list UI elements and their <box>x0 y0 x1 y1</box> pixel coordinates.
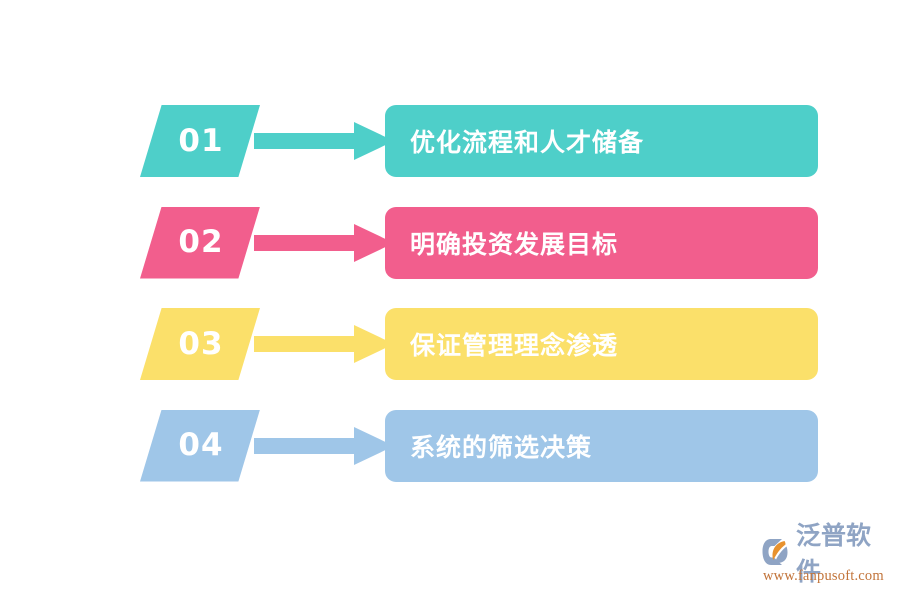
arrow-right-icon <box>254 325 394 363</box>
arrow-shaft <box>254 133 362 149</box>
step-number-label: 03 <box>178 325 224 362</box>
step-number-badge: 04 <box>140 409 260 482</box>
step-label-box: 保证管理理念渗透 <box>385 308 818 380</box>
step-number-badge: 02 <box>140 206 260 279</box>
step-label-text: 系统的筛选决策 <box>410 432 593 462</box>
step-label-text: 优化流程和人才储备 <box>410 128 645 157</box>
step-number-badge: 03 <box>140 308 260 380</box>
step-number-label: 04 <box>178 427 224 463</box>
logo-website-url: www.fanpusoft.com <box>763 568 884 584</box>
step-number-label: 02 <box>178 224 224 260</box>
arrow-shaft <box>254 336 362 352</box>
arrow-shaft <box>254 437 362 454</box>
step-label-box: 优化流程和人才储备 <box>385 105 818 177</box>
process-step-row: 04 系统的筛选决策 <box>140 409 830 490</box>
process-step-row: 01 优化流程和人才储备 <box>140 105 830 185</box>
arrow-right-icon <box>254 122 394 160</box>
process-step-row: 03 保证管理理念渗透 <box>140 308 830 388</box>
fanpu-swoosh-logo-icon <box>762 537 794 567</box>
logo-company-name: 泛普软件 <box>796 521 872 586</box>
arrow-right-icon <box>254 223 394 262</box>
step-number-badge: 01 <box>140 105 260 177</box>
arrow-right-icon <box>254 426 394 465</box>
step-label-box: 明确投资发展目标 <box>385 206 818 279</box>
step-label-text: 保证管理理念渗透 <box>410 331 619 360</box>
step-label-box: 系统的筛选决策 <box>385 409 818 482</box>
logo-top-row: 泛普软件 <box>762 521 892 586</box>
step-label-text: 明确投资发展目标 <box>410 229 619 259</box>
watermark-logo: 泛普软件 www.fanpusoft.com <box>762 521 892 590</box>
step-number-label: 01 <box>178 122 224 159</box>
process-step-row: 02 明确投资发展目标 <box>140 206 830 287</box>
arrow-shaft <box>254 234 362 251</box>
